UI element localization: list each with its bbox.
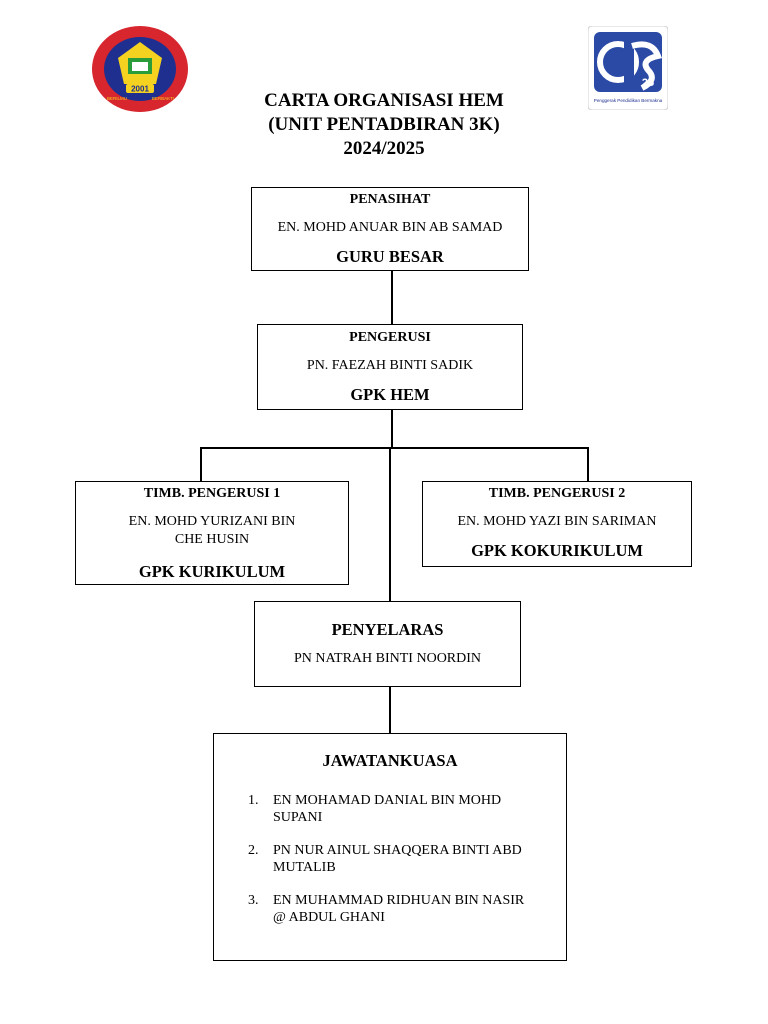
member-name-line1: PN NUR AINUL SHAQQERA BINTI ABD — [273, 843, 522, 858]
logo-motto-right: BERBAKTI — [152, 96, 174, 101]
school-logo: 2001 BERILMU BERBAKTI — [92, 26, 188, 112]
coordinator-box: PENYELARAS PN NATRAH BINTI NOORDIN — [254, 601, 521, 687]
committee-title: JAWATANKUASA — [322, 751, 458, 770]
ts25-logo: 25 Penggerak Pendidikan Bermakna — [588, 26, 668, 110]
connector-horizontal — [200, 447, 589, 449]
logo-motto-left: BERILMU — [107, 96, 127, 101]
committee-member: 2. PN NUR AINUL SHAQQERA BINTI ABD MUTAL… — [248, 842, 558, 876]
advisor-role: PENASIHAT — [349, 192, 431, 207]
connector-to-committee — [389, 686, 391, 734]
vice-chair-2-post: GPK KOKURIKULUM — [471, 541, 643, 560]
vice-chair-1-post: GPK KURIKULUM — [138, 562, 286, 581]
chair-role: PENGERUSI — [349, 330, 431, 345]
coordinator-role: PENYELARAS — [331, 620, 444, 639]
vice-chair-1-name-line2: CHE HUSIN — [174, 532, 250, 547]
committee-member: 1. EN MOHAMAD DANIAL BIN MOHD SUPANI — [248, 792, 558, 826]
member-name-line2: SUPANI — [273, 810, 323, 825]
committee-member: 3. EN MUHAMMAD RIDHUAN BIN NASIR @ ABDUL… — [248, 892, 558, 926]
vice-chair-1-role: TIMB. PENGERUSI 1 — [143, 486, 281, 501]
advisor-post: GURU BESAR — [336, 247, 444, 266]
connector-vice1 — [200, 447, 202, 482]
chair-box: PENGERUSI PN. FAEZAH BINTI SADIK GPK HEM — [257, 324, 523, 410]
chair-post: GPK HEM — [350, 385, 430, 404]
advisor-name: EN. MOHD ANUAR BIN AB SAMAD — [277, 220, 503, 235]
member-name-line2: MUTALIB — [273, 860, 336, 875]
member-name-line1: EN MOHAMAD DANIAL BIN MOHD — [273, 793, 502, 808]
chart-title-year: 2024/2025 — [343, 138, 425, 159]
connector-vice2 — [587, 447, 589, 482]
chart-title-line1: CARTA ORGANISASI HEM — [264, 90, 504, 111]
connector-advisor-chair — [391, 270, 393, 326]
vice-chair-2-role: TIMB. PENGERUSI 2 — [488, 486, 626, 501]
member-name-line1: EN MUHAMMAD RIDHUAN BIN NASIR — [273, 893, 525, 908]
connector-to-coordinator — [389, 449, 391, 602]
chart-title-line2: (UNIT PENTADBIRAN 3K) — [268, 114, 500, 135]
connector-chair-down — [391, 409, 393, 449]
committee-list: 1. EN MOHAMAD DANIAL BIN MOHD SUPANI 2. … — [248, 792, 558, 942]
coordinator-name: PN NATRAH BINTI NOORDIN — [293, 651, 482, 666]
committee-box: JAWATANKUASA 1. EN MOHAMAD DANIAL BIN MO… — [213, 733, 567, 961]
vice-chair-2-name: EN. MOHD YAZI BIN SARIMAN — [457, 514, 657, 529]
logo-number: 25 — [642, 77, 654, 89]
advisor-box: PENASIHAT EN. MOHD ANUAR BIN AB SAMAD GU… — [251, 187, 529, 271]
chair-name: PN. FAEZAH BINTI SADIK — [306, 358, 474, 373]
vice-chair-2-box: TIMB. PENGERUSI 2 EN. MOHD YAZI BIN SARI… — [422, 481, 692, 567]
vice-chair-1-box: TIMB. PENGERUSI 1 EN. MOHD YURIZANI BIN … — [75, 481, 349, 585]
logo-caption: Penggerak Pendidikan Bermakna — [594, 98, 663, 103]
vice-chair-1-name-line1: EN. MOHD YURIZANI BIN — [128, 514, 296, 529]
logo-year: 2001 — [131, 85, 149, 94]
member-name-line2: @ ABDUL GHANI — [273, 910, 385, 925]
